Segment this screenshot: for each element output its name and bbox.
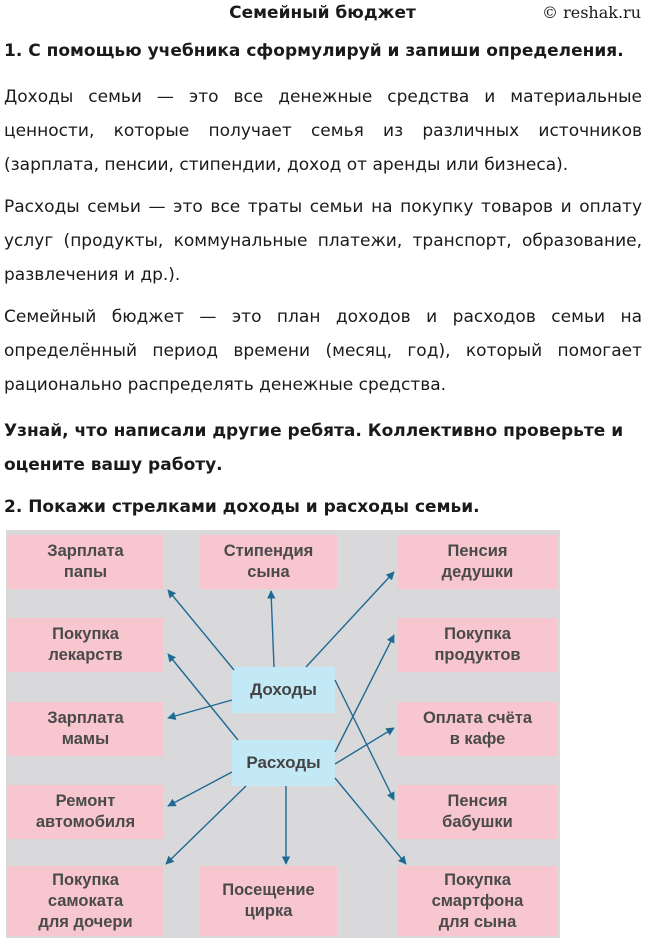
arrow-expense-to-cafe [334, 727, 395, 765]
income-definition: Доходы семьи — это все денежные средства… [4, 87, 642, 175]
box-mother-salary: Зарплата мамы [8, 702, 163, 756]
arrow-income-to-mother-salary [167, 699, 233, 720]
box-cafe-bill: Оплата счёта в кафе [398, 702, 557, 756]
task1-heading: 1. С помощью учебника сформулируй и запи… [4, 41, 624, 61]
arrow-expense-to-car-repair [167, 771, 233, 807]
box-medicine-purchase: Покупка лекарств [8, 618, 163, 672]
arrow-layer [165, 571, 407, 865]
arrow-expense-to-medicine [167, 653, 239, 741]
arrow-income-to-son-stipend [267, 590, 276, 668]
box-circus-visit: Посещение цирка [200, 866, 337, 936]
box-grandmother-pension: Пенсия бабушки [398, 785, 557, 839]
page-title: Семейный бюджет [229, 3, 416, 23]
arrow-income-to-grandmother-pension [334, 679, 395, 801]
box-car-repair: Ремонт автомобиля [8, 785, 163, 839]
site-watermark: © reshak.ru [542, 3, 641, 22]
arrow-expense-to-smartphone [334, 777, 407, 865]
check-instruction: Узнай, что написали другие ребята. Колле… [4, 421, 624, 475]
expense-definition: Расходы семьи — это все траты семьи на п… [4, 197, 642, 285]
arrow-income-to-father-salary [167, 589, 235, 671]
arrow-expense-to-groceries [334, 634, 395, 753]
box-son-stipend: Стипендия сына [200, 535, 337, 589]
budget-diagram: Зарплата папы Стипендия сына Пенсия деду… [6, 530, 560, 938]
arrow-income-to-grandfather-pension [305, 571, 395, 668]
arrow-expense-to-scooter [165, 785, 247, 865]
budget-definition: Семейный бюджет — это план доходов и рас… [4, 307, 642, 395]
income-node: Доходы [232, 667, 335, 713]
box-smartphone-purchase: Покупка смартфона для сына [398, 866, 557, 936]
expense-node: Расходы [232, 740, 335, 786]
box-grandfather-pension: Пенсия дедушки [398, 535, 557, 589]
box-father-salary: Зарплата папы [8, 535, 163, 589]
box-scooter-purchase: Покупка самоката для дочери [8, 866, 163, 936]
task2-heading: 2. Покажи стрелками доходы и расходы сем… [4, 497, 480, 517]
box-groceries-purchase: Покупка продуктов [398, 618, 557, 672]
